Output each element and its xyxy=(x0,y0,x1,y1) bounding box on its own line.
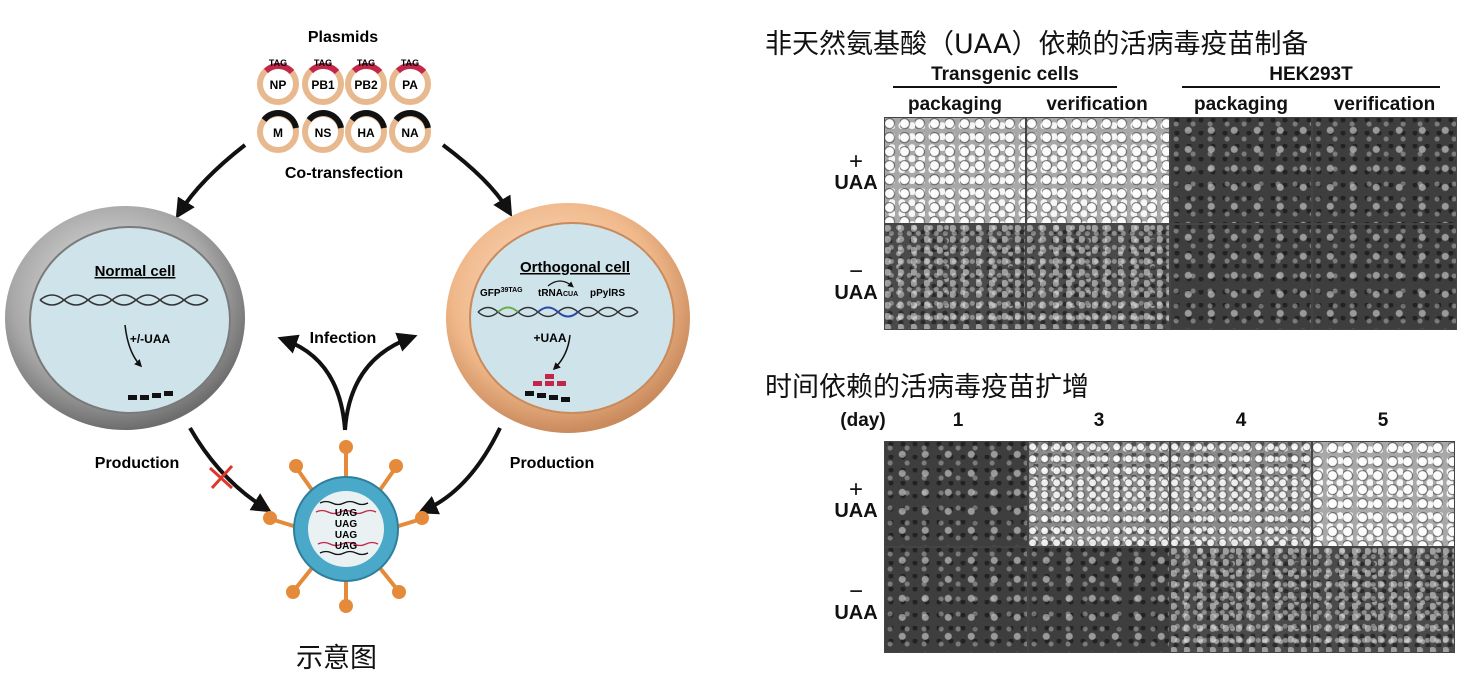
row-label-minus-uaa: − UAA xyxy=(826,258,886,305)
micrograph-day4-minus xyxy=(1170,547,1312,653)
trna-label: tRNA xyxy=(538,288,563,299)
arrow-infection-right xyxy=(343,332,418,431)
arrow-to-orthogonal-cell xyxy=(441,143,513,217)
micrograph-day5-minus xyxy=(1312,547,1455,653)
row-label-text: UAA xyxy=(834,602,878,624)
plasmid-pb2: TAG PB2 xyxy=(345,58,387,105)
virus-uag-label: UAG xyxy=(335,508,357,519)
micrograph-transgenic-verification-minus xyxy=(1026,224,1170,330)
micrograph-hek-packaging-minus xyxy=(1170,224,1312,330)
micrograph-day3-plus xyxy=(1028,441,1170,547)
day-header: 3 xyxy=(1093,410,1105,431)
day-header: 4 xyxy=(1235,410,1247,431)
plasmid-m: M xyxy=(257,110,299,153)
plasmid-na: NA xyxy=(389,110,431,153)
micrograph-day1-minus xyxy=(884,547,1028,653)
blocked-x-icon xyxy=(208,464,234,490)
virus-uag-label: UAG xyxy=(335,541,357,552)
plasmid-label: PB1 xyxy=(311,78,335,92)
arrow-production-left xyxy=(188,427,272,513)
micrograph-hek-verification-minus xyxy=(1312,224,1457,330)
plasmid-label: PB2 xyxy=(354,78,378,92)
micrograph-day1-plus xyxy=(884,441,1028,547)
micrograph-day5-plus xyxy=(1312,441,1455,547)
infection-label: Infection xyxy=(310,330,377,347)
arrow-infection-left xyxy=(277,334,347,431)
row-label-plus-uaa: + UAA xyxy=(826,476,886,523)
normal-cell-condition: +/-UAA xyxy=(130,332,171,346)
plasmid-tag-label: TAG xyxy=(314,58,332,68)
cotransfection-label: Co-transfection xyxy=(285,165,403,182)
plasmid-tag-label: TAG xyxy=(357,58,375,68)
virus-uag-label: UAG xyxy=(335,530,357,541)
row-label-text: UAA xyxy=(834,500,878,522)
arrow-to-normal-cell xyxy=(175,143,247,219)
pylrs-label: pPylRS xyxy=(590,288,625,299)
virus-particle-icon: UAG UAG UAG UAG xyxy=(263,440,429,613)
plasmids-title: Plasmids xyxy=(308,29,378,46)
micrograph-hek-verification-plus xyxy=(1312,117,1457,224)
trna-sub: CUA xyxy=(563,291,578,298)
micrograph-transgenic-packaging-minus xyxy=(884,224,1026,330)
group-header-hek293t: HEK293T xyxy=(1269,64,1353,85)
day-header: 5 xyxy=(1377,410,1389,431)
micrograph-hek-packaging-plus xyxy=(1170,117,1312,224)
micrograph-day4-plus xyxy=(1170,441,1312,547)
production-left-label: Production xyxy=(95,455,179,472)
group-underline xyxy=(893,86,1117,88)
micrograph-transgenic-packaging-plus xyxy=(884,117,1026,224)
orthogonal-cell-condition: +UAA xyxy=(533,331,566,345)
plasmid-ha: HA xyxy=(345,110,387,153)
plasmid-label: NS xyxy=(315,126,332,140)
gfp-label: GFP xyxy=(480,288,501,299)
full-length-protein-icon xyxy=(525,374,570,402)
virus-uag-label: UAG xyxy=(335,519,357,530)
day-header: 1 xyxy=(952,410,964,431)
arrow-production-right xyxy=(417,427,502,515)
row-label-sign: + xyxy=(848,148,863,175)
plasmid-ns: NS xyxy=(302,110,344,153)
gfp-sup: 39TAG xyxy=(501,287,524,294)
column-header: verification xyxy=(1046,94,1148,115)
column-header: packaging xyxy=(908,94,1002,115)
normal-cell-title: Normal cell xyxy=(95,263,176,280)
plasmid-tag-label: TAG xyxy=(401,58,419,68)
group-underline xyxy=(1182,86,1440,88)
orthogonal-cell-title: Orthogonal cell xyxy=(520,259,630,276)
dna-strand-icon xyxy=(39,294,209,306)
schematic-diagram: Plasmids TAG NP TAG PB1 TAG PB2 TAG PA M… xyxy=(5,29,690,613)
plasmid-label: NP xyxy=(270,78,287,92)
normal-cell: Normal cell +/-UAA xyxy=(5,206,245,430)
svg-text:tRNACUA: tRNACUA xyxy=(538,288,578,299)
group-header-transgenic: Transgenic cells xyxy=(931,64,1079,85)
row-label-text: UAA xyxy=(834,282,878,304)
micrograph-day3-minus xyxy=(1028,547,1170,653)
row-label-sign: + xyxy=(848,476,863,503)
plasmid-np: TAG NP xyxy=(257,58,299,105)
micrograph-transgenic-verification-plus xyxy=(1026,117,1170,224)
plasmid-label: M xyxy=(273,126,283,140)
plasmid-label: HA xyxy=(357,126,375,140)
plasmid-pa: TAG PA xyxy=(389,58,431,105)
bottom-panel-title: 时间依赖的活病毒疫苗扩增 xyxy=(765,372,1089,403)
day-axis-label: (day) xyxy=(840,410,886,431)
plasmid-label: PA xyxy=(402,78,418,92)
plasmid-tag-label: TAG xyxy=(269,58,287,68)
column-header: verification xyxy=(1333,94,1436,115)
svg-text:GFP39TAG: GFP39TAG xyxy=(480,287,523,299)
plasmid-pb1: TAG PB1 xyxy=(302,58,344,105)
top-panel-title: 非天然氨基酸（UAA）依赖的活病毒疫苗制备 xyxy=(765,29,1309,60)
schematic-caption: 示意图 xyxy=(296,643,377,674)
row-label-sign: − xyxy=(848,258,863,285)
plasmid-label: NA xyxy=(401,126,419,140)
production-right-label: Production xyxy=(510,455,594,472)
row-label-minus-uaa: − UAA xyxy=(826,578,886,625)
truncated-protein-icon xyxy=(128,391,173,400)
column-header: packaging xyxy=(1194,94,1288,115)
row-label-plus-uaa: + UAA xyxy=(826,148,886,195)
orthogonal-cell: Orthogonal cell GFP39TAG tRNACUA pPylRS … xyxy=(446,203,690,433)
row-label-text: UAA xyxy=(834,172,878,194)
row-label-sign: − xyxy=(848,578,863,605)
